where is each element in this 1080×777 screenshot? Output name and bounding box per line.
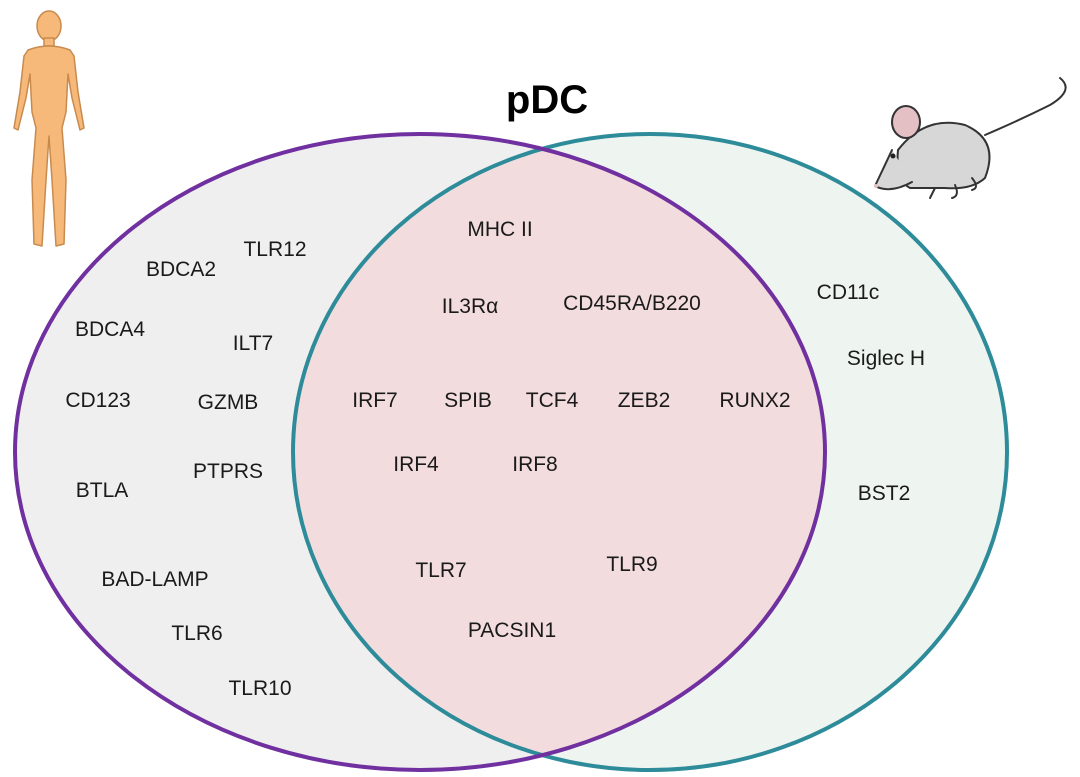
human-set-outline [13, 132, 827, 772]
mouse-set-outline [291, 134, 825, 770]
marker-shared: SPIB [444, 389, 492, 412]
marker-shared: IRF4 [393, 453, 439, 476]
marker-shared: TLR9 [606, 553, 657, 576]
marker-shared: TCF4 [526, 389, 579, 412]
overlap-region [293, 134, 825, 770]
marker-human-only: BTLA [76, 479, 129, 502]
marker-shared: TLR7 [415, 559, 466, 582]
marker-human-only: BAD-LAMP [101, 568, 208, 591]
marker-shared: PACSIN1 [468, 619, 556, 642]
marker-shared: RUNX2 [719, 389, 790, 412]
marker-human-only: CD123 [65, 389, 130, 412]
marker-human-only: TLR6 [171, 622, 222, 645]
human-body-icon [13, 10, 85, 247]
marker-human-only: PTPRS [193, 460, 263, 483]
marker-human-only: BDCA2 [146, 258, 216, 281]
diagram-title: pDC [506, 78, 588, 122]
mouse-icon [874, 77, 1067, 199]
marker-shared: CD45RA/B220 [563, 292, 701, 315]
marker-mouse-only: CD11c [817, 281, 880, 304]
marker-shared: IRF7 [352, 389, 398, 412]
marker-shared: IRF8 [512, 453, 558, 476]
marker-human-only: ILT7 [233, 332, 273, 355]
marker-mouse-only: BST2 [858, 482, 911, 505]
marker-human-only: BDCA4 [75, 318, 145, 341]
marker-human-only: TLR10 [228, 677, 291, 700]
marker-shared: ZEB2 [618, 389, 671, 412]
marker-human-only: TLR12 [243, 238, 306, 261]
marker-shared: MHC II [467, 218, 532, 241]
marker-mouse-only: Siglec H [847, 347, 925, 370]
marker-human-only: GZMB [198, 391, 259, 414]
marker-shared: IL3Rα [442, 295, 499, 318]
